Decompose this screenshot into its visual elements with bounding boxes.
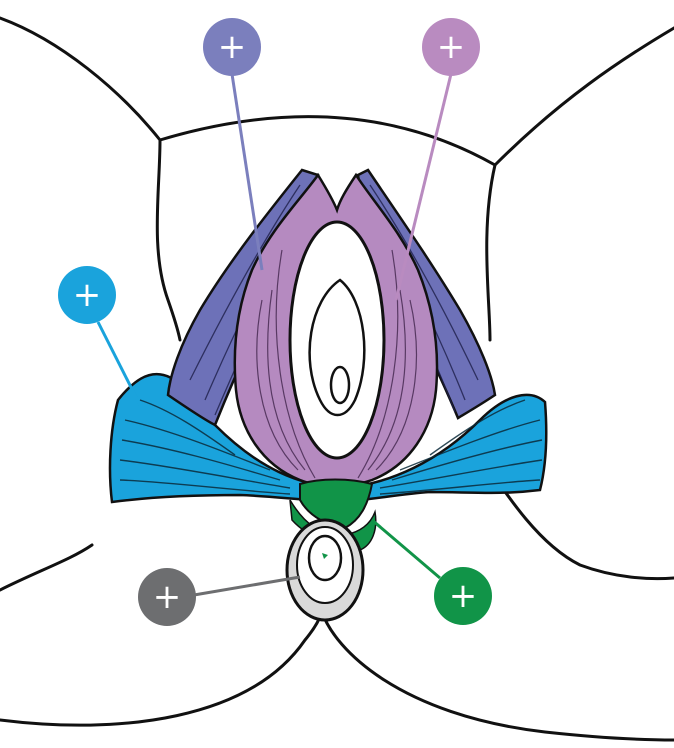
- leader-bulbospongiosus: [394, 73, 453, 301]
- vaginal-vestibule: [288, 220, 386, 460]
- hotspot-ischiocavernosus[interactable]: +: [203, 18, 261, 76]
- body-outline: [0, 16, 674, 742]
- hotspot-transverse-perineal[interactable]: +: [58, 266, 116, 324]
- leader-ischiocavernosus: [230, 73, 264, 271]
- leader-anal-sphincter: [193, 575, 301, 597]
- leader-lines: [96, 73, 453, 597]
- transverse-perineal-muscle: [108, 373, 548, 504]
- anal-sphincter: [285, 518, 365, 622]
- hotspot-perineal-body[interactable]: +: [434, 567, 492, 625]
- hotspot-anal-sphincter[interactable]: +: [138, 568, 196, 626]
- leader-transverse: [96, 321, 142, 406]
- leader-perineal-body: [371, 518, 441, 580]
- hotspot-bulbospongiosus[interactable]: +: [422, 18, 480, 76]
